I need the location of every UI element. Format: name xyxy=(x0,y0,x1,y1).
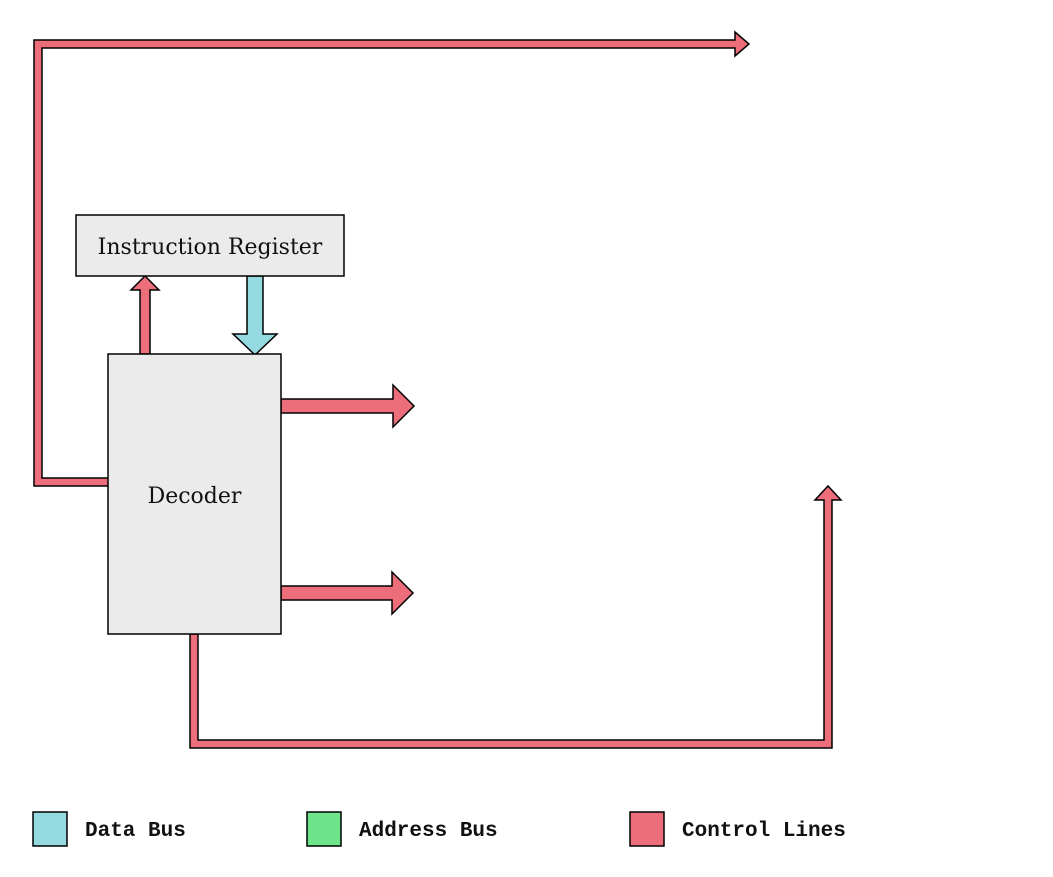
instruction-register-label: Instruction Register xyxy=(98,235,323,260)
legend: Data Bus Address Bus Control Lines xyxy=(32,811,846,847)
legend-item-control-lines: Control Lines xyxy=(629,811,846,847)
legend-label-data-bus: Data Bus xyxy=(85,820,186,843)
decoder-block: Decoder xyxy=(107,353,282,635)
control-line-top-loop xyxy=(33,30,751,487)
data-bus-instruction-register-to-decoder xyxy=(231,275,279,357)
decoder-label: Decoder xyxy=(148,484,242,509)
control-line-bottom-loop xyxy=(189,484,843,749)
legend-item-data-bus: Data Bus xyxy=(32,811,186,847)
control-line-decoder-output-upper xyxy=(280,383,416,429)
instruction-register-block: Instruction Register xyxy=(75,214,345,277)
legend-item-address-bus: Address Bus xyxy=(306,811,498,847)
legend-label-address-bus: Address Bus xyxy=(359,820,498,843)
control-line-decoder-output-lower xyxy=(280,570,415,616)
legend-swatch-data-bus xyxy=(32,811,68,847)
legend-swatch-address-bus xyxy=(306,811,342,847)
legend-label-control-lines: Control Lines xyxy=(682,820,846,843)
legend-swatch-control-lines xyxy=(629,811,665,847)
control-line-to-instruction-register xyxy=(129,274,161,355)
